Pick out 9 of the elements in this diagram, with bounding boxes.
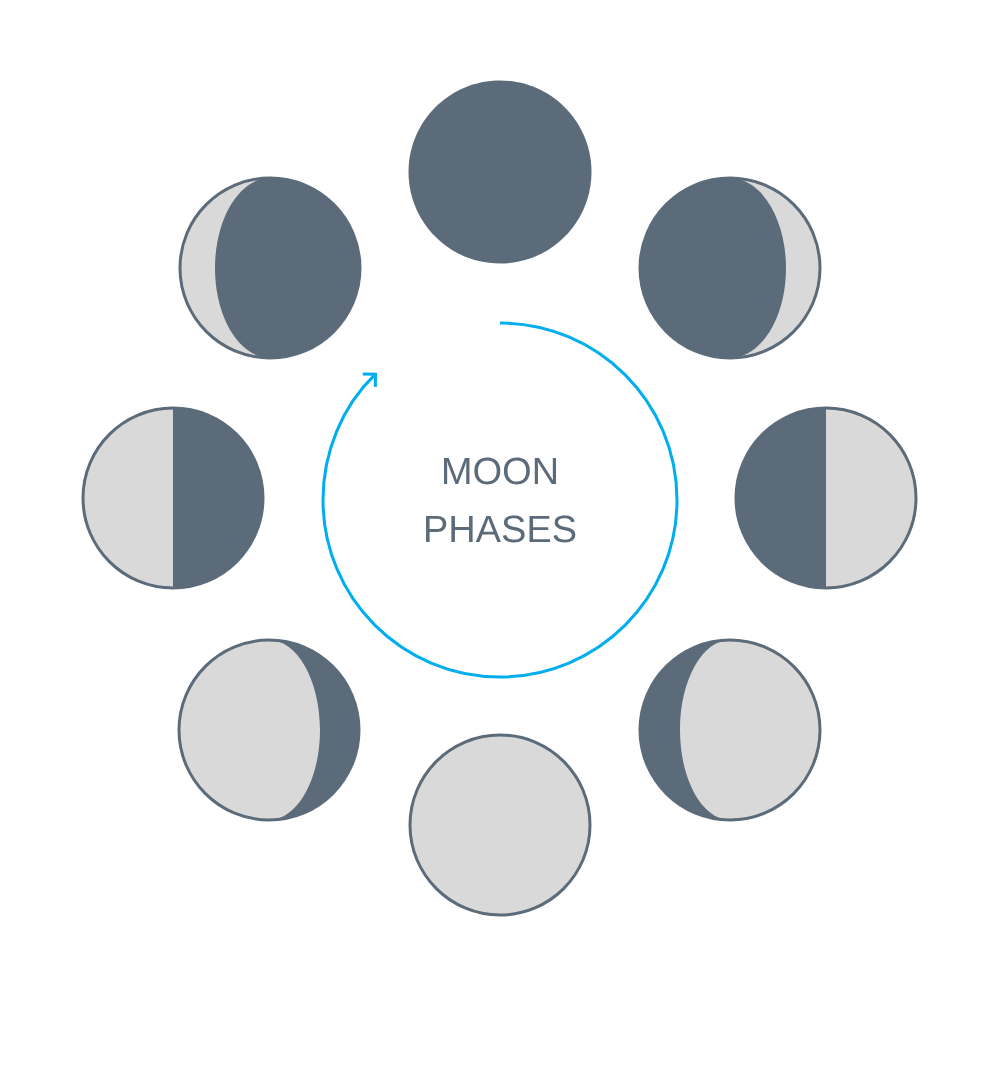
- moon-icon: [408, 80, 592, 264]
- moon-icon: [81, 406, 265, 590]
- moon-icon: [177, 638, 361, 822]
- moon-icon: [408, 733, 592, 917]
- moon-icon: [638, 176, 822, 360]
- moon-icon: [734, 406, 918, 590]
- title: MOON PHASES: [426, 457, 576, 543]
- moon-icon: [178, 176, 362, 360]
- moon-icon: [638, 638, 822, 822]
